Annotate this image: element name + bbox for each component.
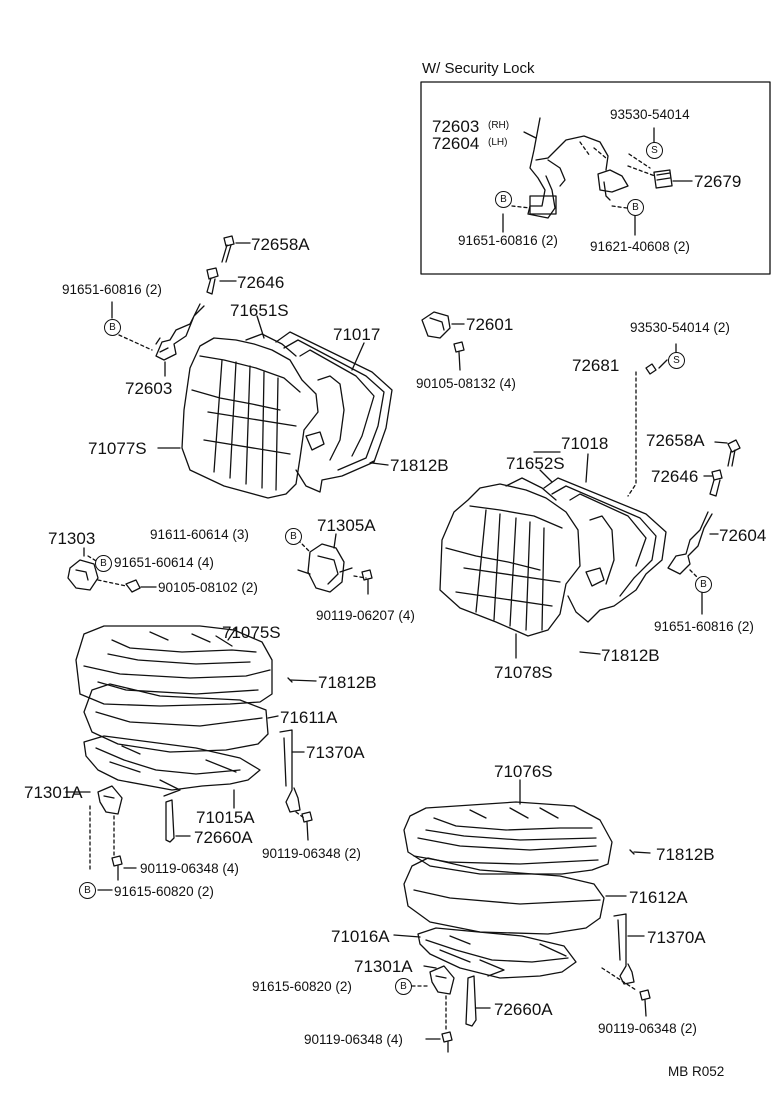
seat-pad-71612A — [403, 857, 605, 935]
bolt-mark-icon: B — [395, 978, 412, 995]
part-number-label: 90105-08102 (2) — [158, 580, 258, 595]
part-number-label: 72660A — [494, 1000, 553, 1019]
part-number-label: 91651-60816 (2) — [654, 619, 754, 634]
part-number-label: 71303 — [48, 529, 96, 548]
part-number-label: 91621-40608 (2) — [590, 239, 690, 254]
security-lock-inset-frame — [420, 81, 771, 275]
bolt-72658A-left — [221, 235, 235, 263]
inset-lock-assembly — [527, 117, 673, 219]
part-number-label: 91615-60820 (2) — [252, 979, 352, 994]
part-number-label: 72603 — [125, 379, 173, 398]
part-number-label: 72646 — [237, 273, 285, 292]
part-number-label: 71078S — [494, 663, 553, 682]
part-number-label: 71652S — [506, 454, 565, 473]
bolt-72646-right — [709, 469, 723, 497]
seat-frame-71016A — [417, 927, 577, 979]
bolt-90105-08132 — [453, 341, 465, 371]
part-number-label: 71075S — [222, 623, 281, 642]
part-number-label: 71017 — [333, 325, 381, 344]
part-number-label: 90119-06348 (4) — [140, 861, 239, 876]
strap-72660A-right — [465, 975, 477, 1027]
part-number-label: 71305A — [317, 516, 376, 535]
part-number-label: 72660A — [194, 828, 253, 847]
part-number-label: 71611A — [280, 708, 338, 727]
part-number-label: 72601 — [466, 315, 514, 334]
diagram-code: MB R052 — [668, 1064, 725, 1079]
part-number-label: 91651-60816 (2) — [62, 282, 162, 297]
part-number-label: 72646 — [651, 467, 699, 486]
lock-72604-right — [667, 511, 713, 575]
bolt-mark-icon: B — [695, 576, 712, 593]
security-lock-inset-title: W/ Security Lock — [422, 60, 535, 77]
part-number-label: 90119-06348 (2) — [262, 846, 361, 861]
part-number-label: 91651-60614 (4) — [114, 555, 214, 570]
lock-72603-left — [155, 303, 205, 361]
screw-mark-icon: S — [646, 142, 663, 159]
part-number-label: 72658A — [251, 235, 310, 254]
part-number-label: 72679 — [694, 172, 742, 191]
clip-72681 — [645, 363, 657, 375]
hinge-72601 — [421, 311, 451, 339]
part-number-label: 91615-60820 (2) — [114, 884, 214, 899]
part-number-label: 90119-06348 (2) — [598, 1021, 697, 1036]
part-number-label: 93530-54014 — [610, 107, 690, 122]
part-number-label: 90119-06348 (4) — [304, 1032, 403, 1047]
bolt-mark-icon: B — [495, 191, 512, 208]
seatback-71077S — [181, 333, 319, 499]
part-number-label: 90105-08132 (4) — [416, 376, 516, 391]
part-number-label: 71301A — [24, 783, 83, 802]
part-number-label: 71370A — [306, 743, 365, 762]
bolt-mark-icon: B — [627, 199, 644, 216]
part-number-label: 71812B — [390, 456, 449, 475]
bolt-mark-icon: B — [79, 882, 96, 899]
seatback-frame-71018 — [543, 477, 667, 623]
part-number-label: 91651-60816 (2) — [458, 233, 558, 248]
screw-mark-icon: S — [668, 352, 685, 369]
part-number-label: 71077S — [88, 439, 147, 458]
bolt-mark-icon: B — [95, 555, 112, 572]
part-number-label: 72603 — [432, 117, 480, 136]
side-label-lh: (LH) — [488, 137, 508, 148]
part-number-label: 71016A — [331, 927, 390, 946]
seat-cushion-71075S — [75, 625, 273, 707]
side-label-rh: (RH) — [488, 120, 510, 131]
part-number-label: 71370A — [647, 928, 706, 947]
part-number-label: 72604 — [432, 134, 480, 153]
bracket-71301A-left — [97, 785, 123, 815]
bolt-mark-icon: B — [285, 528, 302, 545]
part-number-label: 71015A — [196, 808, 255, 827]
part-number-label: 90119-06207 (4) — [316, 608, 415, 623]
part-number-label: 71651S — [230, 301, 289, 320]
part-number-label: 71018 — [561, 434, 609, 453]
part-number-label: 71301A — [354, 957, 413, 976]
bracket-71303 — [67, 559, 99, 591]
bolt-72646-left — [206, 267, 219, 295]
part-number-label: 71812B — [656, 845, 715, 864]
part-number-label: 72658A — [646, 431, 705, 450]
hinge-71305A — [297, 543, 353, 593]
part-number-label: 71076S — [494, 762, 553, 781]
part-number-label: 71612A — [629, 888, 688, 907]
seat-pad-71611A — [83, 683, 269, 753]
part-number-label: 72681 — [572, 356, 620, 375]
seatback-71078S — [439, 477, 581, 637]
seat-cushion-71076S — [403, 801, 613, 875]
bracket-71301A-right — [429, 965, 455, 995]
part-number-label: 91611-60614 (3) — [150, 527, 249, 542]
part-number-label: 71812B — [318, 673, 377, 692]
bolt-mark-icon: B — [104, 319, 121, 336]
seatback-frame-71017 — [275, 331, 393, 493]
part-number-label: 72604 — [719, 526, 767, 545]
part-number-label: 71812B — [601, 646, 660, 665]
seat-frame-71015A — [83, 735, 261, 797]
part-number-label: 93530-54014 (2) — [630, 320, 730, 335]
bolt-72658A-right — [727, 439, 741, 467]
strap-71370A-right — [613, 913, 635, 985]
strap-71370A-left — [279, 729, 301, 813]
strap-72660A-left — [165, 799, 175, 843]
